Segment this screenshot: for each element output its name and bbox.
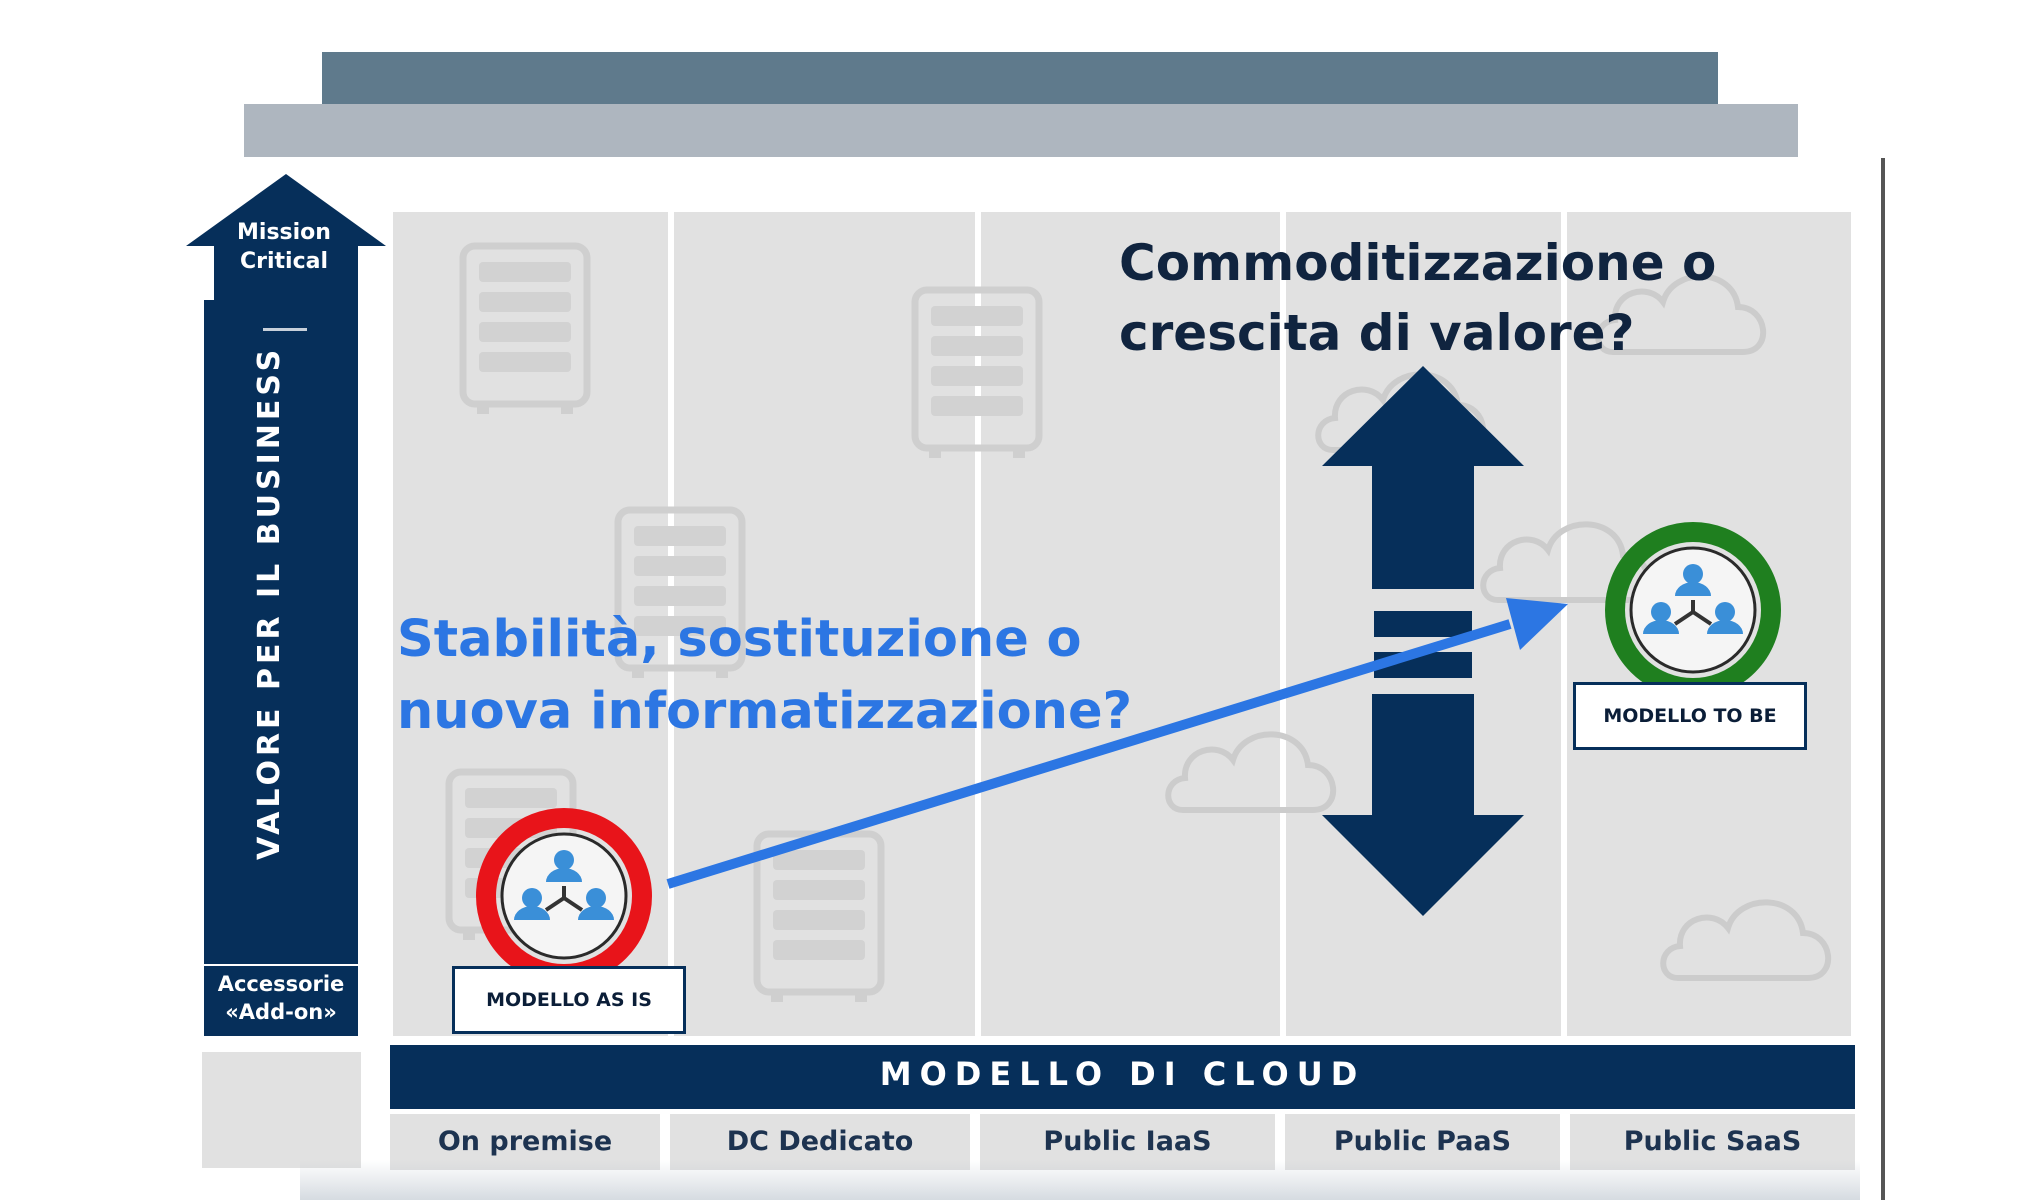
bottom-fade — [300, 1160, 1860, 1200]
to-be-label-box: MODELLO TO BE — [1573, 682, 1807, 750]
header-bar-top — [322, 52, 1718, 104]
stability-question: Stabilità, sostituzione o nuova informat… — [397, 610, 1133, 741]
axis-bottom-label: Accessorie «Add-on» — [217, 972, 345, 1024]
column-separator — [975, 212, 981, 1036]
as-is-team-network-icon — [476, 808, 652, 984]
column-separator — [1280, 212, 1286, 1036]
up-arrow-icon — [186, 174, 386, 300]
axis-top-label: Mission Critical — [237, 220, 331, 274]
axis-divider — [263, 328, 307, 331]
double-arrow-icon — [1322, 366, 1524, 916]
header-bar-secondary — [244, 104, 1798, 157]
axis-bottom-box — [204, 966, 358, 1036]
cloud-model-title: MODELLO DI CLOUD — [879, 1055, 1366, 1093]
corner-block — [202, 1052, 361, 1168]
right-divider — [1881, 158, 1885, 1200]
as-is-label-box: MODELLO AS IS — [452, 966, 686, 1034]
business-value-bar — [204, 300, 358, 964]
commoditization-question: Commoditizzazione o crescita di valore? — [1119, 234, 1717, 362]
column-separator — [1561, 212, 1567, 1036]
cloud-model-banner — [390, 1045, 1855, 1109]
to-be-team-network-icon — [1605, 522, 1781, 698]
